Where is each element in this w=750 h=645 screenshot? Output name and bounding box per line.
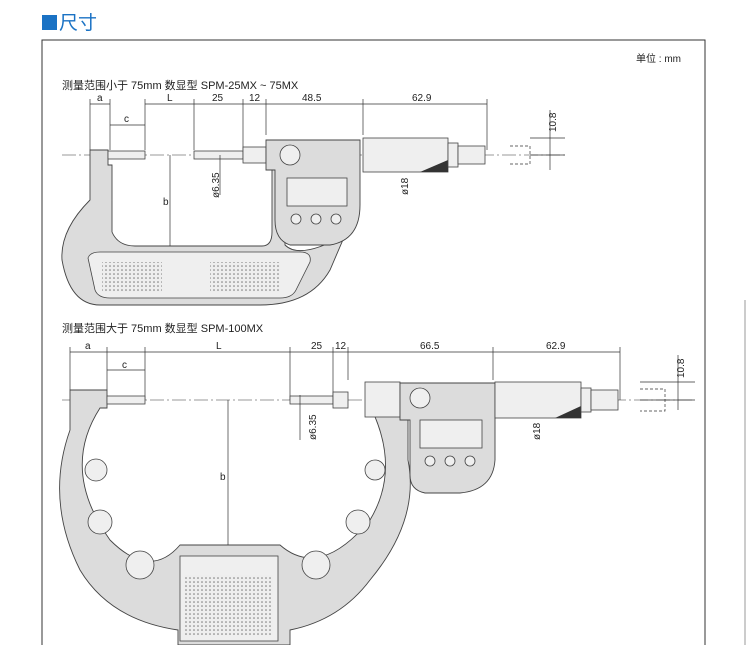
dim-48-5: 48.5 bbox=[302, 93, 322, 104]
dim-25: 25 bbox=[311, 341, 323, 352]
dim-L: L bbox=[167, 93, 173, 104]
dim-10-8: 10.8 bbox=[548, 112, 559, 132]
dim-c: c bbox=[124, 114, 129, 125]
micrometer-large-drawing: 测量范围大于 75mm 数显型 SPM-100MX a c L 25 12 66… bbox=[59, 321, 695, 645]
section-header: 尺寸 bbox=[42, 8, 97, 35]
dim-phi18: ø18 bbox=[400, 177, 411, 195]
dim-phi6-35: ø6.35 bbox=[308, 414, 319, 440]
dim-phi6-35: ø6.35 bbox=[211, 172, 222, 198]
dim-a: a bbox=[85, 341, 91, 352]
section1-title: 测量范围小于 75mm 数显型 SPM-25MX ~ 75MX bbox=[62, 78, 299, 92]
dim-66-5: 66.5 bbox=[420, 341, 440, 352]
drawing-frame bbox=[41, 39, 706, 645]
dim-12: 12 bbox=[249, 93, 261, 104]
dim-b: b bbox=[163, 197, 169, 208]
dim-10-8: 10.8 bbox=[676, 358, 687, 378]
square-bullet-icon bbox=[42, 15, 57, 30]
section2-title: 测量范围大于 75mm 数显型 SPM-100MX bbox=[62, 321, 264, 335]
dim-62-9: 62.9 bbox=[546, 341, 566, 352]
dim-L: L bbox=[216, 341, 222, 352]
dim-12: 12 bbox=[335, 341, 347, 352]
dim-25: 25 bbox=[212, 93, 224, 104]
dim-a: a bbox=[97, 93, 103, 104]
dim-c: c bbox=[122, 360, 127, 371]
header-title: 尺寸 bbox=[59, 12, 98, 34]
dim-phi18: ø18 bbox=[532, 422, 543, 440]
unit-label: 单位 : mm bbox=[636, 52, 681, 65]
dim-62-9: 62.9 bbox=[412, 93, 432, 104]
dim-b: b bbox=[220, 472, 226, 483]
micrometer-small-drawing: 测量范围小于 75mm 数显型 SPM-25MX ~ 75MX a c L 25… bbox=[61, 78, 565, 306]
